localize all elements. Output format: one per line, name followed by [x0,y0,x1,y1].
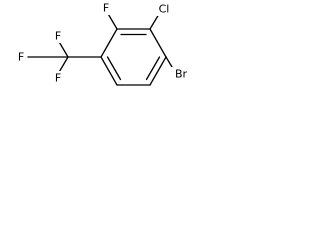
atom-f-cf3-left: F [18,51,24,64]
atom-labels: F Cl Br F F F [15,1,190,85]
ring-bond-c5-c6 [100,56,118,86]
ring-bond-c5-c6-inner [106,56,122,81]
ring-bond-c3-c4-inner [145,56,161,81]
ring-bond-c3-c4 [149,56,167,86]
atom-f-ring: F [103,2,109,15]
atom-cl: Cl [159,3,170,16]
ring-bond-c6-c1 [100,28,118,58]
atom-f-cf3-bottom: F [55,72,61,85]
benzene-ring [100,28,167,86]
atom-br: Br [175,68,188,81]
ring-bond-c2-c3 [149,28,167,58]
bond-c-cl [149,13,160,30]
chemical-structure-diagram: F Cl Br F F F [15,1,190,86]
atom-f-cf3-top: F [55,30,61,43]
substituent-bonds [27,11,176,75]
